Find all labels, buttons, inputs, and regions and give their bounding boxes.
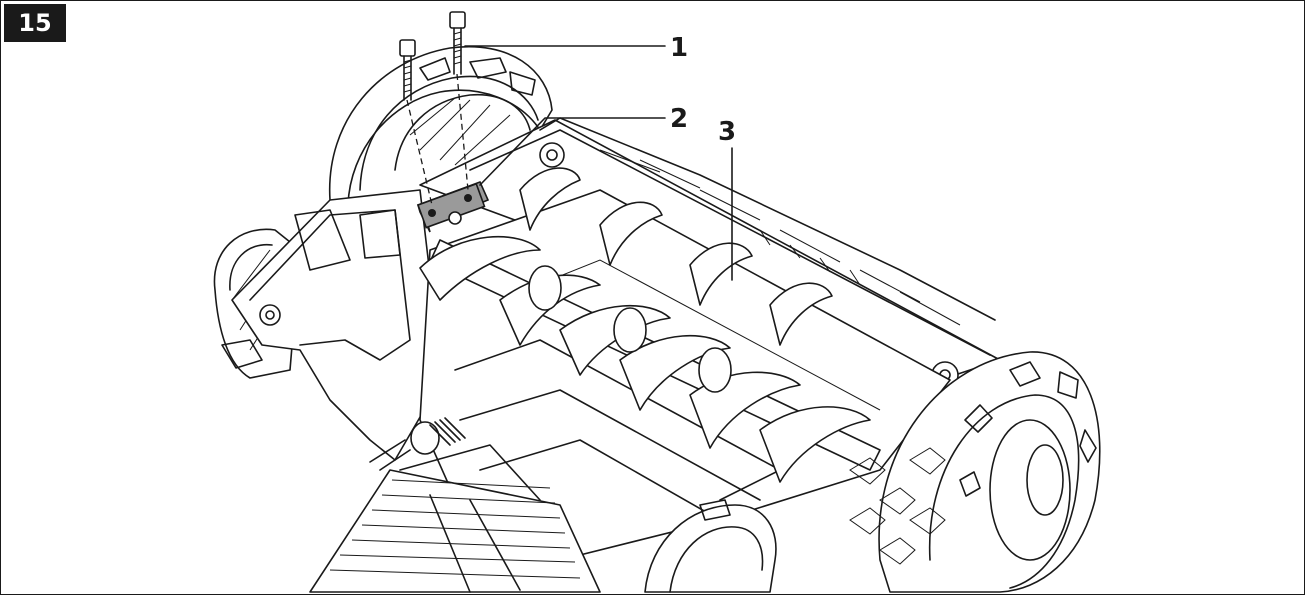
left-side-frame (231, 189, 441, 461)
callout-leaders (464, 45, 733, 281)
front-center-wheel (644, 499, 777, 593)
callout-2: 2 (670, 104, 688, 134)
scarifier-roller (419, 167, 881, 483)
screw-icon (399, 11, 469, 206)
callout-3: 3 (718, 117, 736, 147)
figure-number-badge: 15 (4, 4, 66, 42)
bracket-icon (416, 180, 490, 233)
rear-left-wheel (328, 46, 553, 206)
callout-1: 1 (670, 33, 688, 63)
front-right-wheel (849, 351, 1101, 593)
axle-spring (369, 417, 466, 471)
grass-collector-grid (309, 444, 601, 593)
